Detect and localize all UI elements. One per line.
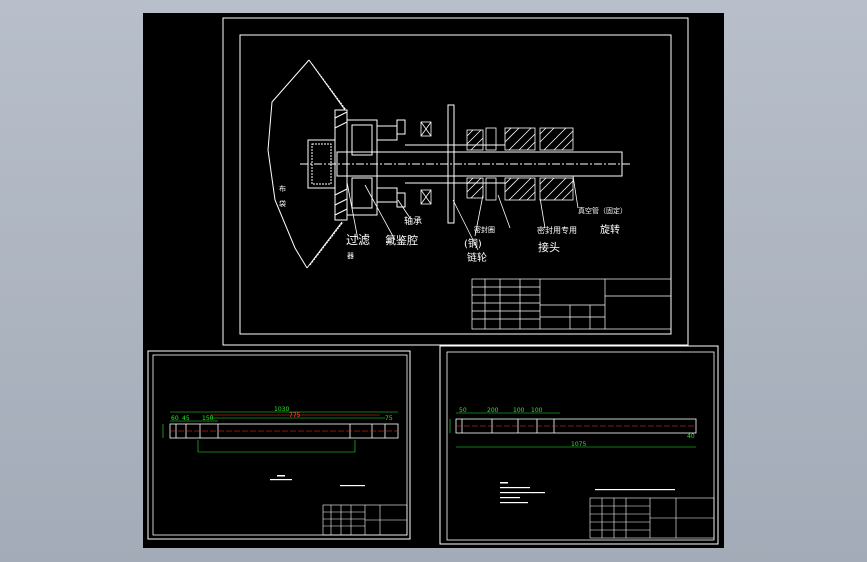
dim-75: 75: [385, 415, 393, 422]
sheet-right-border: [439, 345, 719, 545]
dim-1075: 1075: [571, 441, 586, 448]
dim-50: 50: [459, 407, 467, 414]
main-title-block: [471, 278, 672, 330]
label-zhenkongguan: 真空管（固定）: [578, 206, 627, 215]
seal-blocks: [420, 121, 574, 205]
label-xuanzhuan: 旋转: [600, 223, 620, 236]
label-mifengquan: 密封圈: [474, 225, 495, 234]
left-title-block: [322, 504, 408, 536]
dim-150: 150: [202, 415, 214, 422]
sheet-right-frame: [446, 351, 715, 541]
label-guolv: 过滤: [346, 233, 370, 247]
dim-100-b: 100: [531, 407, 543, 414]
right-title-block: [589, 497, 715, 539]
label-shenglv: 氟鉴腔: [385, 233, 418, 247]
right-notes: [500, 482, 675, 504]
sheet-left-border: [147, 350, 411, 540]
dim-1030: 1030: [274, 406, 289, 413]
label-dai: 袋: [279, 199, 286, 208]
label-lvlun: 链轮: [467, 251, 487, 264]
sheet-left-frame: [152, 354, 408, 536]
dim-45: 45: [182, 415, 190, 422]
filter-housing: [307, 109, 406, 221]
main-shaft: [300, 104, 630, 224]
label-bu: 布: [279, 184, 286, 193]
left-notes: [270, 475, 365, 487]
label-mifeng-zhuanyong: 密封用专用: [537, 225, 577, 235]
label-qi: 器: [347, 252, 354, 260]
left-dimensions: [162, 411, 398, 453]
sheet-main-border: [222, 17, 689, 346]
sheet-main-frame: [239, 34, 672, 335]
dim-60: 60: [171, 415, 179, 422]
label-zhoucheng: 轴承: [404, 215, 422, 227]
label-jietou: 接头: [538, 241, 560, 254]
dim-775: 775: [289, 412, 301, 419]
label-tongsheng: (铜): [464, 238, 482, 250]
left-red-lines: [170, 414, 398, 432]
dim-100-a: 100: [513, 407, 525, 414]
leader-lines: [346, 175, 579, 251]
dim-40: 40: [687, 433, 695, 440]
filter-bag: [267, 59, 347, 269]
right-dimensions: [449, 412, 696, 448]
dim-200: 200: [487, 407, 499, 414]
